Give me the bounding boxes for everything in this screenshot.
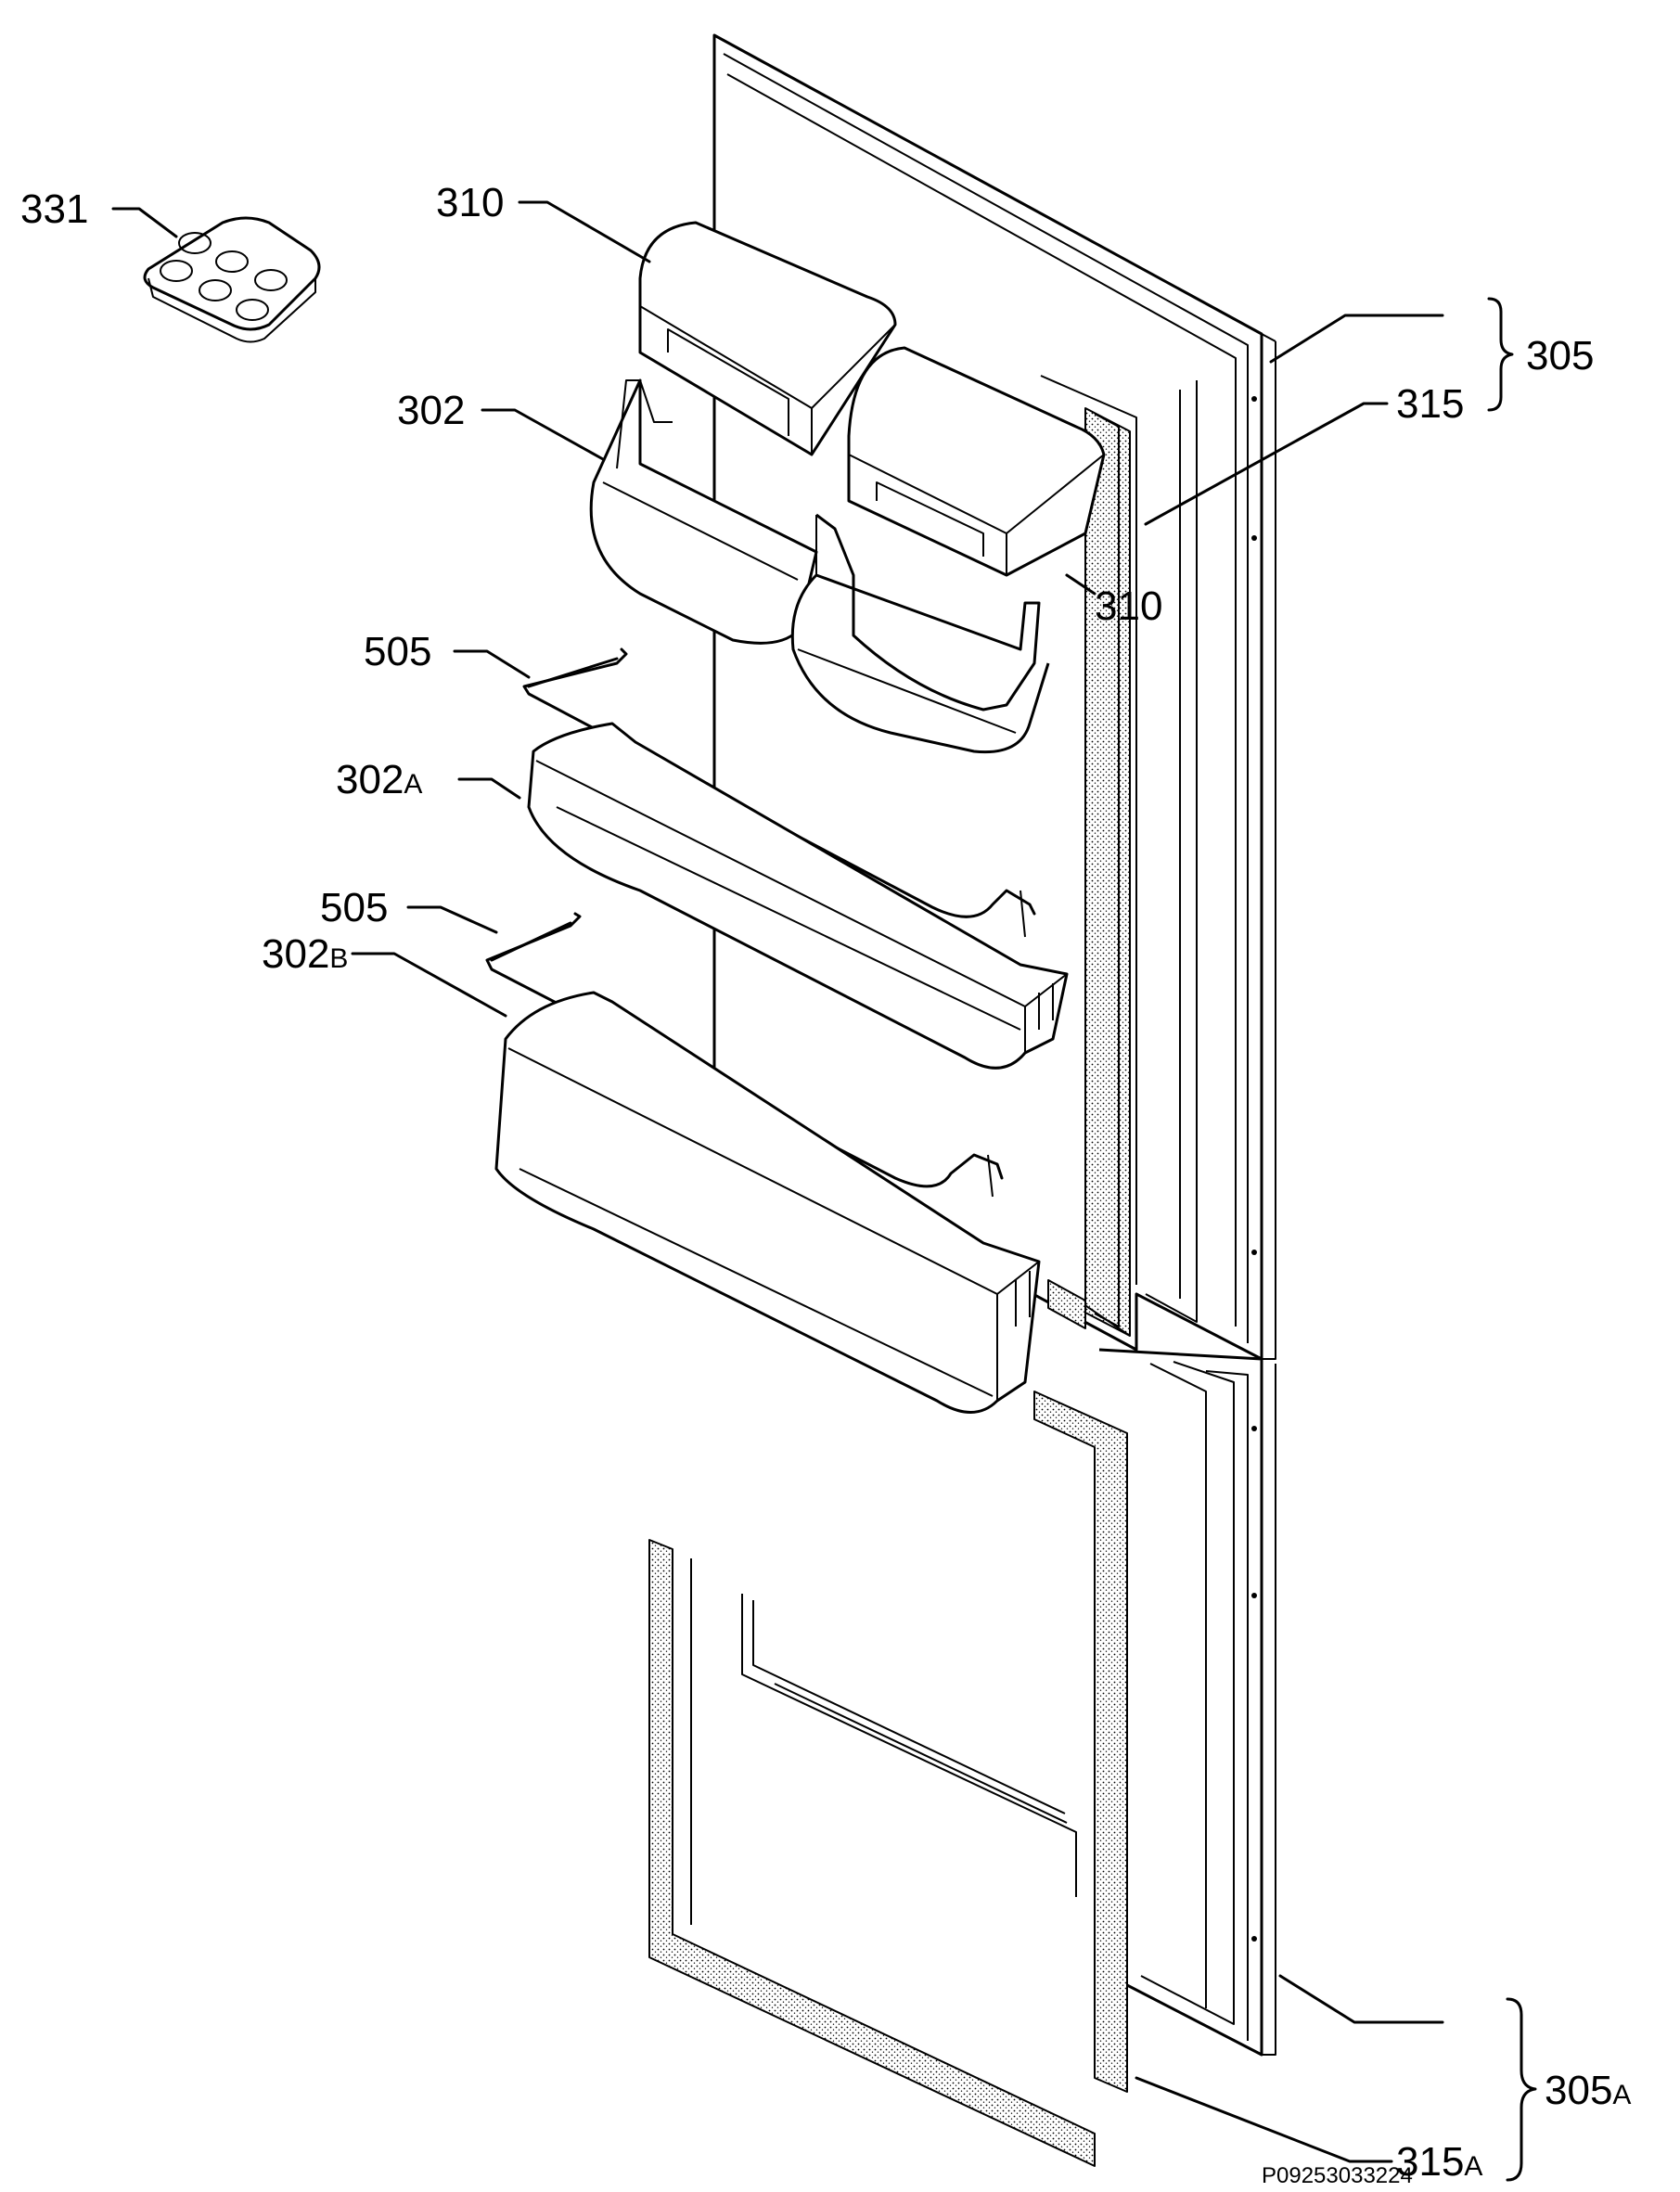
egg-tray [143,216,321,343]
callout-302A-number: 302 [336,757,404,802]
callout-315A-number: 315 [1396,2139,1464,2185]
callout-310-top: 310 [436,180,504,225]
door-shelf-302B [494,991,1041,1414]
callout-302A: 302A [336,757,422,802]
callout-331: 331 [20,186,88,232]
drawing-code: P09253033224 [1262,2163,1413,2188]
door-shelf-302-right [790,513,1050,754]
callout-315A: 315A [1396,2139,1482,2185]
callout-302B: 302B [262,931,348,977]
callout-305A-number: 305 [1545,2068,1612,2113]
callout-315: 315 [1396,381,1464,427]
callout-302B-suffix: B [329,943,348,974]
upper-door-gasket [1047,407,1131,1337]
butter-compartment-left [638,221,897,456]
callout-505-upper: 505 [364,629,431,674]
callout-315A-suffix: A [1464,2151,1482,2182]
brace-305 [1487,297,1514,412]
brace-305A [1506,1997,1537,2182]
lower-door [1098,1348,1276,2057]
callout-302: 302 [397,388,465,433]
lower-door-gasket [648,1391,1128,2167]
butter-compartment-right [847,346,1106,577]
callout-305A: 305A [1545,2068,1631,2113]
leader-lines [111,200,1444,2163]
callout-302B-number: 302 [262,931,329,977]
callout-305A-suffix: A [1612,2080,1631,2110]
callout-505-lower: 505 [320,885,388,930]
bottle-rail-lower [485,912,1004,1198]
bottle-rail-upper [522,647,1036,938]
door-shelf-302A [527,722,1069,1070]
callout-302A-suffix: A [404,769,422,800]
callout-305: 305 [1526,333,1594,378]
callout-310-right: 310 [1095,583,1162,629]
